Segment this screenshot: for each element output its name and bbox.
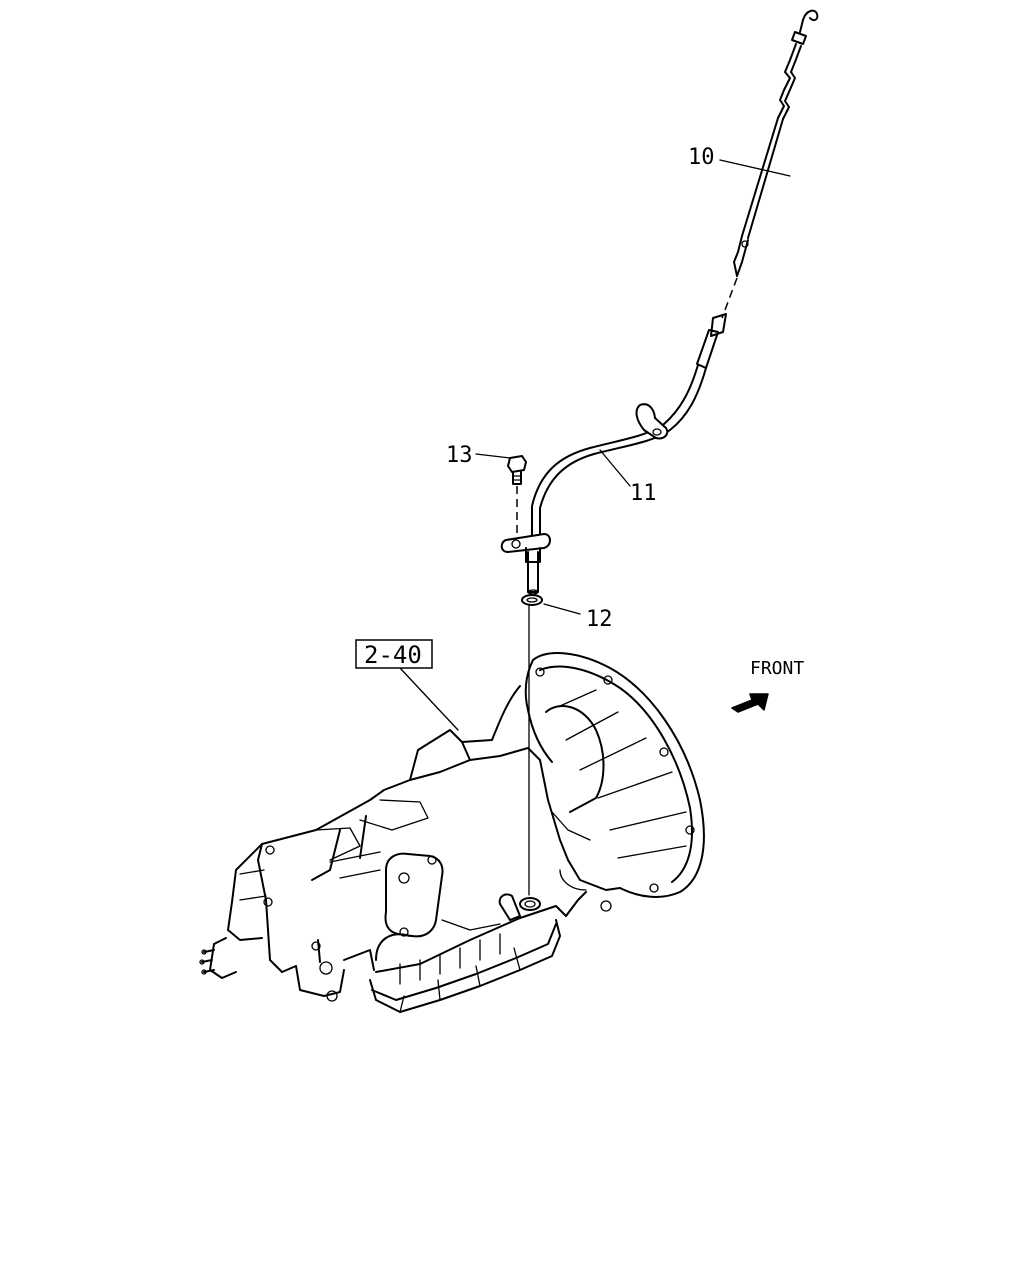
reference-label: 2-40: [364, 641, 422, 669]
filler-tube-icon: [500, 313, 727, 595]
dipstick-icon: [721, 9, 819, 319]
bolt-icon: [507, 455, 527, 538]
reference-box[interactable]: 2-40: [355, 639, 433, 669]
callout-12: 12: [586, 607, 613, 632]
callout-leaders: [399, 159, 791, 731]
callout-13: 13: [446, 443, 473, 468]
front-indicator: FRONT: [731, 658, 804, 713]
callout-10: 10: [688, 145, 715, 170]
front-label: FRONT: [750, 658, 804, 679]
transmission-icon: [199, 652, 705, 1013]
o-ring-icon: [521, 594, 543, 896]
front-arrow-icon: [731, 693, 769, 713]
callout-11: 11: [630, 481, 657, 506]
